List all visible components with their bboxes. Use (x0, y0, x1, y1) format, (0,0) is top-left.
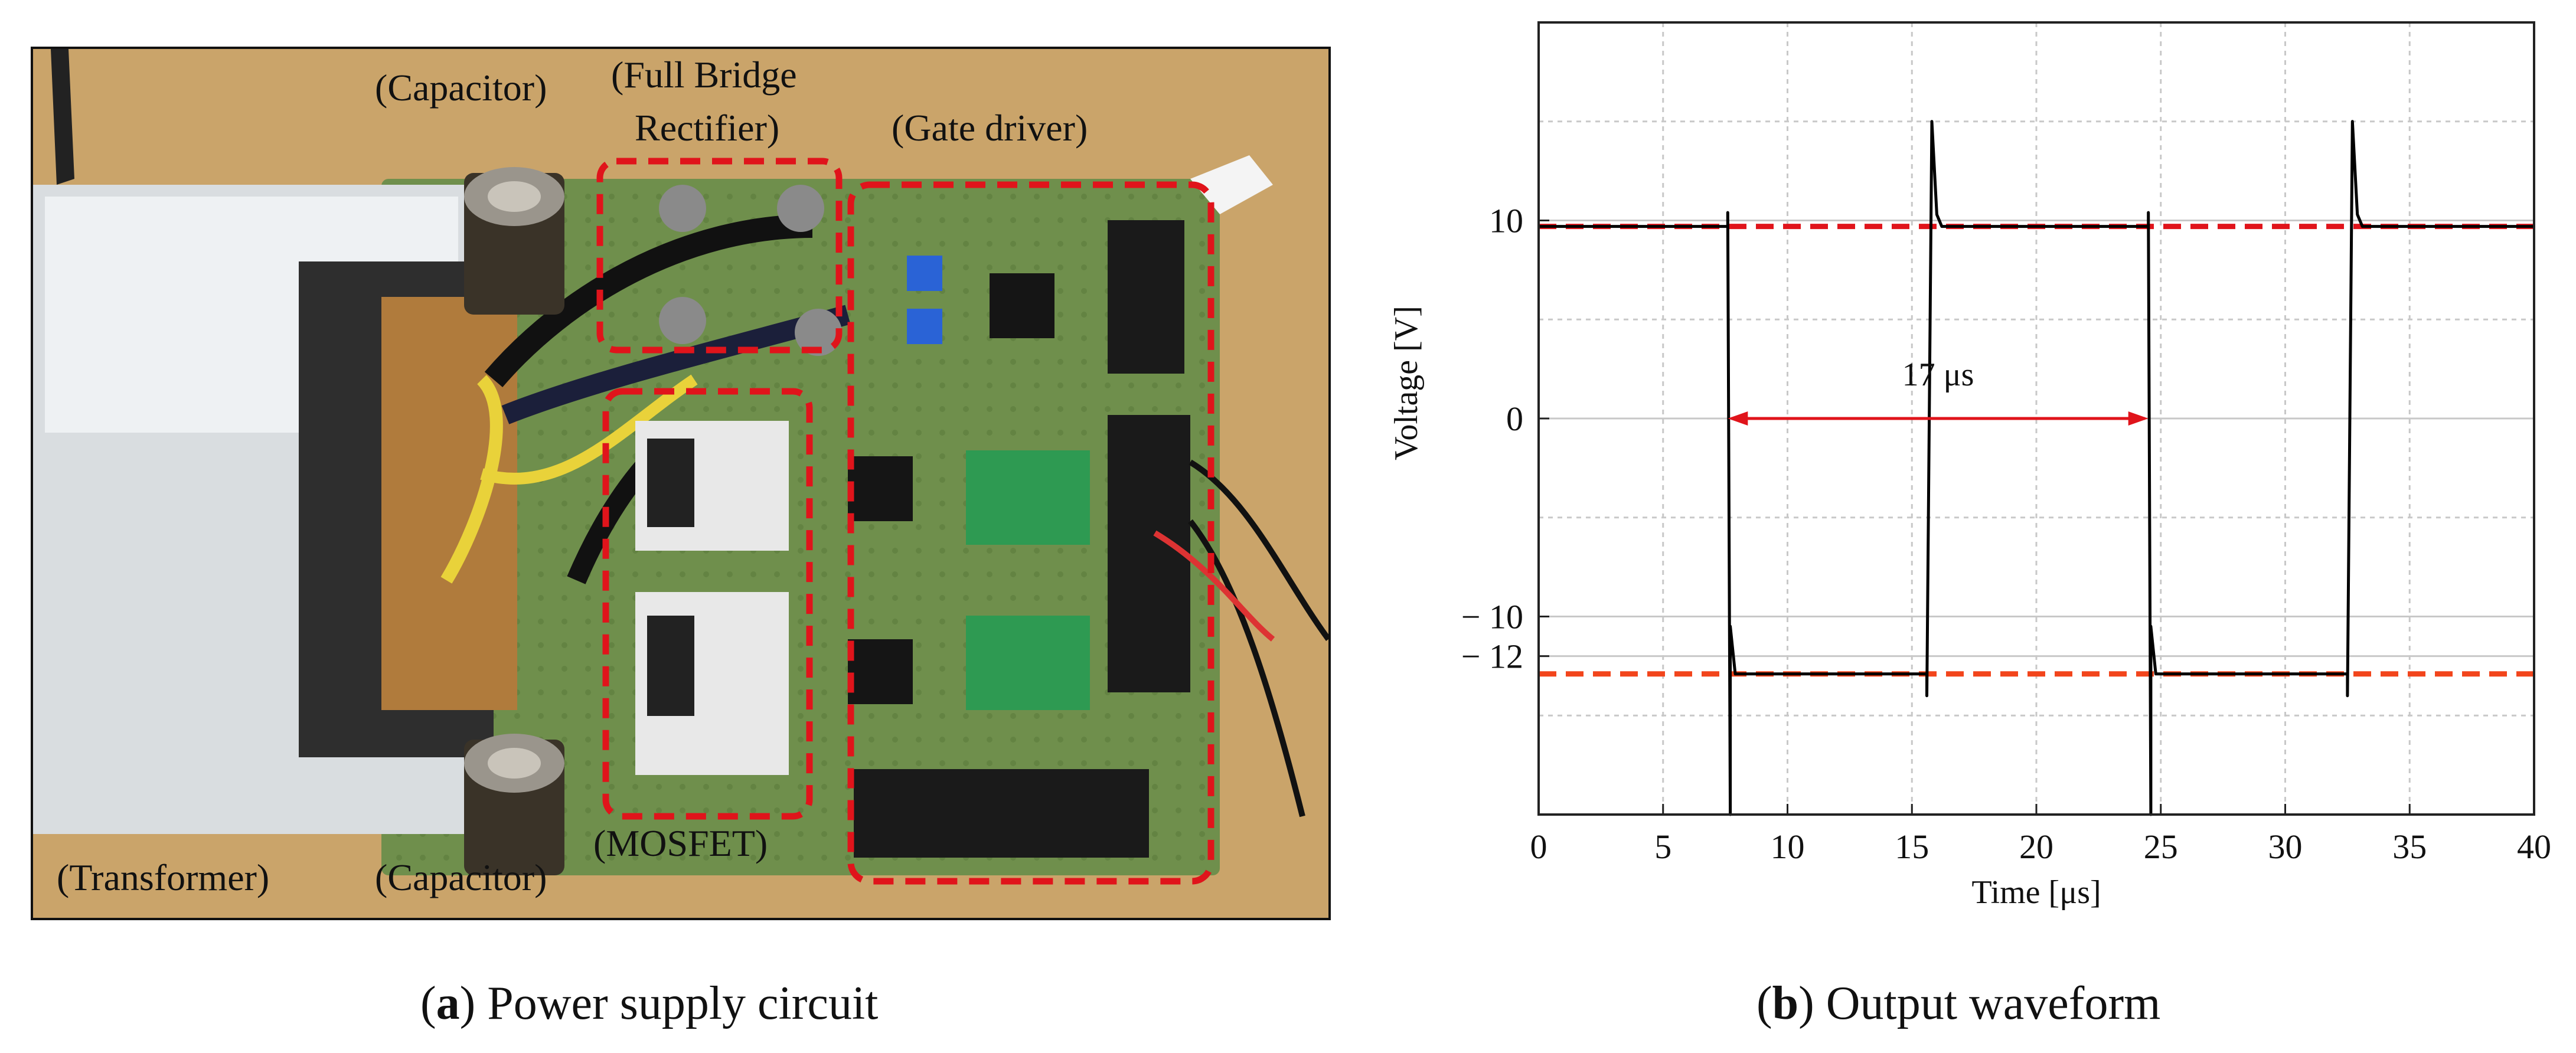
black-wire (484, 214, 813, 388)
diode-4 (795, 309, 842, 356)
power-supply-photo (31, 47, 1331, 920)
y-tick-label: − 10 (1461, 598, 1523, 636)
label-mosfet: (MOSFET) (593, 822, 768, 864)
caption-a: (a) Power supply circuit (420, 977, 879, 1029)
span-arrowhead-right (2128, 411, 2149, 426)
diode-1 (659, 185, 706, 232)
label-capacitor-top: (Capacitor) (375, 67, 547, 109)
ic-chip-2 (848, 456, 913, 521)
y-tick-label: 10 (1489, 202, 1523, 240)
plot-frame (1537, 21, 2535, 816)
caption-b: (b) Output waveform (1756, 977, 2161, 1029)
x-tick-label: 10 (1771, 828, 1805, 866)
terminal-block-bottom (854, 769, 1149, 858)
y-axis-label: Voltage [V] (1388, 306, 1425, 460)
span-arrowhead-left (1728, 411, 1748, 426)
terminal-block-top (1108, 220, 1184, 374)
x-tick-label: 5 (1654, 828, 1671, 866)
label-capacitor-bottom: (Capacitor) (375, 856, 547, 898)
rectifier-highlight-box (596, 158, 843, 354)
output-wire-2 (1188, 519, 1305, 817)
output-waveform-chart: 0 5 10 15 20 25 30 35 40 10 0 − 10− 12 17 μs Time [… (1376, 0, 2576, 956)
trimmer-1 (907, 256, 942, 291)
circuit-board-illustration (33, 49, 1328, 918)
x-tick-label: 15 (1895, 828, 1929, 866)
mosfet-heatsink-2 (635, 592, 789, 775)
ic-chip-3 (848, 639, 913, 704)
capacitor-top (464, 167, 564, 315)
diode-3 (659, 297, 706, 344)
label-transformer: (Transformer) (57, 856, 270, 898)
y-tick-label: − 12 (1461, 637, 1523, 676)
series-layer (1539, 120, 2534, 816)
terminal-block-right (1108, 415, 1190, 692)
trimmer-2 (907, 309, 942, 344)
gate-driver-highlight-box (847, 181, 1214, 885)
label-full-bridge-line1: (Full Bridge (611, 54, 797, 96)
y-tick-label: 0 (1506, 400, 1523, 438)
x-tick-label: 25 (2144, 828, 2178, 866)
x-tick-label: 30 (2268, 828, 2303, 866)
x-axis-label: Time [μs] (1971, 874, 2101, 911)
yellow-wire-2 (480, 374, 698, 485)
axes-layer: 0 5 10 15 20 25 30 35 40 10 0 − 10− 12 (1461, 21, 2551, 866)
annotation-17us: 17 μs (1902, 357, 1974, 393)
output-wire (1189, 459, 1328, 641)
waveform-svg: 0 5 10 15 20 25 30 35 40 10 0 − 10− 12 17 μs Time [… (1388, 21, 2551, 911)
label-gate-driver: (Gate driver) (892, 107, 1088, 149)
x-tick-label: 40 (2517, 828, 2551, 866)
diode-2 (777, 185, 824, 232)
label-full-bridge-line2: Rectifier) (635, 107, 780, 149)
mosfet-heatsink-1 (635, 421, 789, 551)
x-tick-label: 20 (2019, 828, 2053, 866)
caption-b-text: Output waveform (1814, 977, 2161, 1029)
output-wire-3 (1153, 530, 1275, 642)
caption-a-letter: a (436, 977, 460, 1029)
cable (51, 49, 74, 185)
capacitor-bottom (464, 734, 564, 875)
mosfet-highlight-box (602, 388, 813, 820)
waveform-line (1539, 120, 2534, 816)
caption-b-letter: b (1772, 977, 1799, 1029)
x-tick-label: 0 (1530, 828, 1547, 866)
white-connector (1190, 155, 1273, 214)
driver-module-1 (966, 450, 1090, 545)
ic-chip-1 (990, 273, 1054, 338)
x-tick-label: 35 (2392, 828, 2427, 866)
annotation-layer (1728, 411, 2149, 426)
driver-module-2 (966, 616, 1090, 710)
caption-a-text: Power supply circuit (475, 977, 879, 1029)
